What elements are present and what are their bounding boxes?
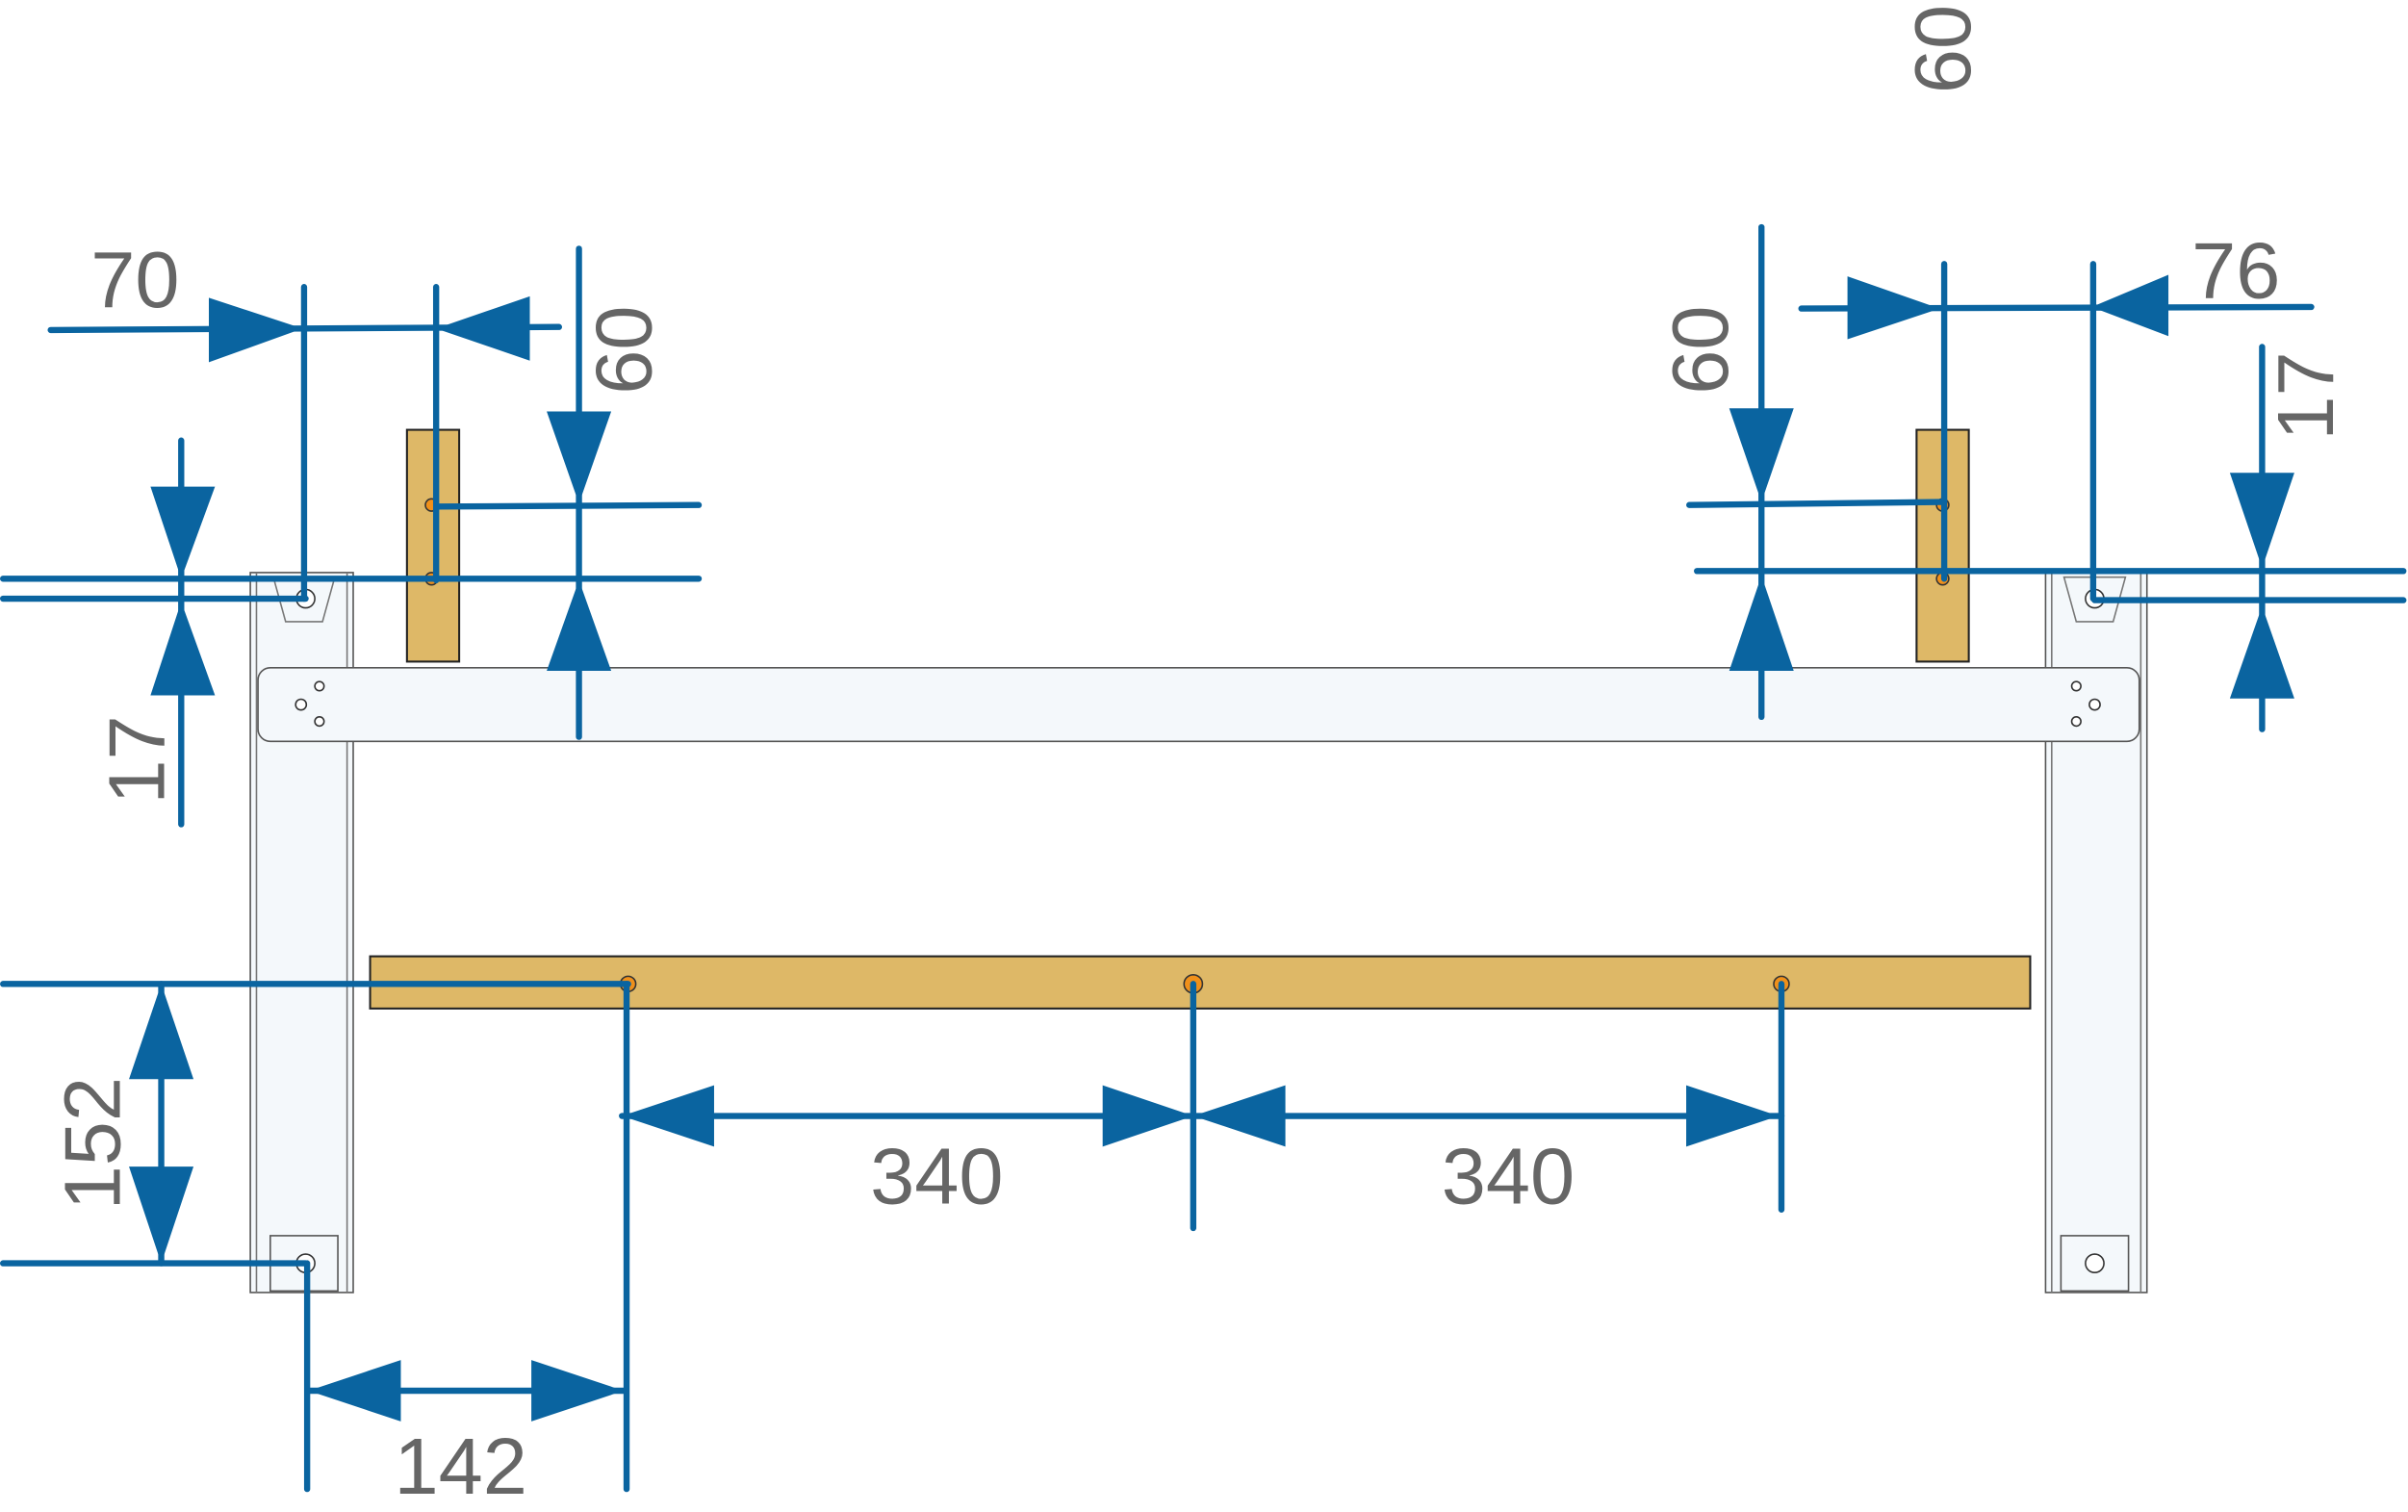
dimension-label: 340 bbox=[1442, 1131, 1575, 1220]
dimension-142: 142 bbox=[303, 981, 630, 1511]
crossbar bbox=[257, 666, 2140, 743]
dimension-76: 76 bbox=[1798, 225, 2315, 602]
dimension-label: 70 bbox=[90, 235, 179, 324]
dimension-label: 17 bbox=[2261, 351, 2350, 440]
dimension-right-17: 17 bbox=[2091, 344, 2407, 732]
dimension-70: 70 bbox=[47, 235, 563, 602]
right-foot-hole bbox=[2085, 1253, 2105, 1273]
right-top-bracket bbox=[2062, 576, 2127, 623]
dimension-left-60: 60 bbox=[0, 245, 703, 740]
dimension-340-pair: 340 340 bbox=[619, 981, 1785, 1232]
dimension-label: 152 bbox=[47, 1077, 137, 1210]
dimension-right-60: 60 bbox=[1655, 223, 2407, 721]
dimension-label: 142 bbox=[394, 1422, 526, 1511]
dimension-label: 76 bbox=[2191, 225, 2280, 315]
dimension-label: 340 bbox=[870, 1131, 1003, 1220]
dimension-152: 152 bbox=[0, 981, 631, 1267]
dimension-label: 17 bbox=[92, 715, 182, 804]
dimension-label: 60 bbox=[579, 306, 669, 395]
floating-dimension-label: 60 bbox=[1898, 5, 1987, 93]
bottom-wood-rail bbox=[369, 955, 2032, 1010]
dimension-left-17: 17 bbox=[0, 437, 309, 828]
dimension-label: 60 bbox=[1655, 306, 1745, 395]
